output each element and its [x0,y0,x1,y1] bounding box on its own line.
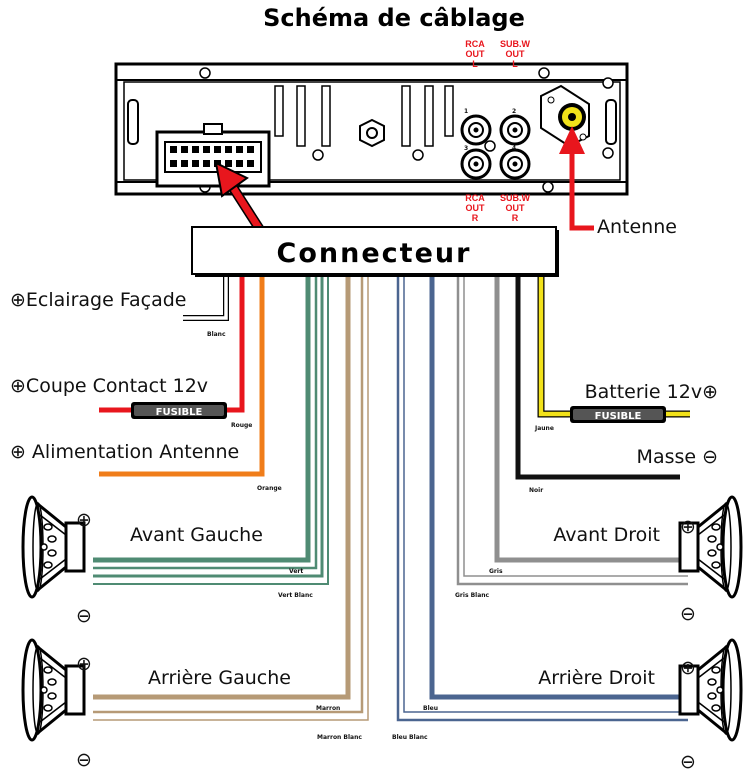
svg-text:OUT: OUT [466,49,486,59]
label-rear-left: Arrière Gauche [148,667,291,689]
svg-text:OUT: OUT [506,49,526,59]
wire-black [515,270,680,480]
speaker-rear-left: ⊕ ⊖ [21,638,92,771]
plus-icon: ⊕ [680,657,696,679]
plus-icon: ⊕ [702,381,718,403]
wire-label-orange: Orange [257,485,282,492]
fuse-right: FUSIBLE [570,406,666,423]
label-antenna-power: ⊕Alimentation Antenne [10,441,239,463]
speaker-rear-right: ⊕ ⊖ [678,638,743,773]
antenna-arrow [559,126,594,231]
wire-white [183,270,229,321]
svg-text:L: L [472,59,478,69]
wire-label-black: Noir [529,487,543,494]
antenna-label: Antenne [597,216,677,238]
speaker-front-right: ⊕ ⊖ [678,495,743,625]
svg-text:R: R [512,213,519,223]
svg-text:OUT: OUT [506,203,526,213]
label-rear-right: Arrière Droit [538,667,655,689]
wire-brown [93,270,351,700]
label-lighting: ⊕Eclairage Façade [10,289,187,311]
wire-orange [99,270,265,477]
wire-label-white: Blanc [207,331,226,338]
label-ignition: ⊕Coupe Contact 12v [10,375,208,397]
label-battery: Batterie 12v⊕ [585,381,718,403]
label-front-right: Avant Droit [553,524,660,546]
connector-label: Connecteur [277,238,472,269]
wire-label-green: Vert [289,568,303,575]
rca-label-bottom-left: RCA OUT R [465,193,485,223]
plus-icon: ⊕ [10,441,26,463]
svg-text:RCA: RCA [465,39,485,49]
minus-icon: ⊖ [76,605,92,627]
wire-label-grey: Gris [489,568,503,575]
minus-icon: ⊖ [680,751,696,773]
wire-grey-white [456,270,688,586]
wire-grey [494,270,688,563]
head-unit: 1 2 3 4 [114,62,629,196]
wire-brown-white [93,270,364,714]
rca-label-top-left: RCA OUT L [465,39,485,69]
connector-box: Connecteur [191,226,559,277]
rca-number-2: 2 [512,108,516,115]
plus-icon: ⊕ [10,289,26,311]
speaker-front-left: ⊕ ⊖ [21,495,92,627]
rca-number-3: 3 [464,145,468,152]
minus-icon: ⊖ [680,603,696,625]
wire-label-blue: Bleu [423,705,438,712]
label-ground: Masse⊖ [637,446,718,468]
rca-number-4: 4 [512,145,516,152]
wire-label-green-white: Vert Blanc [278,592,313,599]
wire-blue-white [396,270,688,722]
minus-icon: ⊖ [702,446,718,468]
diagram-title: Schéma de câblage [263,4,525,32]
rca-label-bottom-right: SUB.W OUT R [500,193,531,223]
minus-icon: ⊖ [76,749,92,771]
svg-text:FUSIBLE: FUSIBLE [156,407,203,418]
wires [93,270,690,722]
fuse-left: FUSIBLE [131,402,227,419]
svg-text:L: L [512,59,518,69]
svg-text:OUT: OUT [466,203,486,213]
wire-green [93,270,311,563]
rca-number-1: 1 [464,108,468,115]
plus-icon: ⊕ [680,516,696,538]
wire-label-yellow: Jaune [534,425,554,432]
wire-green-white [93,270,318,570]
wire-label-brown-white: Marron Blanc [317,734,362,741]
wire-label-blue-white: Bleu Blanc [392,734,428,741]
wire-label-brown: Marron [316,705,340,712]
label-front-left: Avant Gauche [130,524,263,546]
svg-text:R: R [472,213,479,223]
wire-label-red: Rouge [231,422,252,429]
iso-connector-socket [155,123,271,188]
svg-text:RCA: RCA [465,193,485,203]
svg-text:SUB.W: SUB.W [500,193,531,203]
rca-label-top-right: SUB.W OUT L [500,39,531,69]
wire-label-grey-white: Gris Blanc [455,592,490,599]
svg-text:SUB.W: SUB.W [500,39,531,49]
rca-jacks [460,114,531,180]
svg-text:FUSIBLE: FUSIBLE [595,411,642,422]
plus-icon: ⊕ [10,375,26,397]
wire-blue [429,270,688,700]
plus-icon: ⊕ [76,653,92,675]
plus-icon: ⊕ [76,509,92,531]
antenna-socket [540,84,590,148]
